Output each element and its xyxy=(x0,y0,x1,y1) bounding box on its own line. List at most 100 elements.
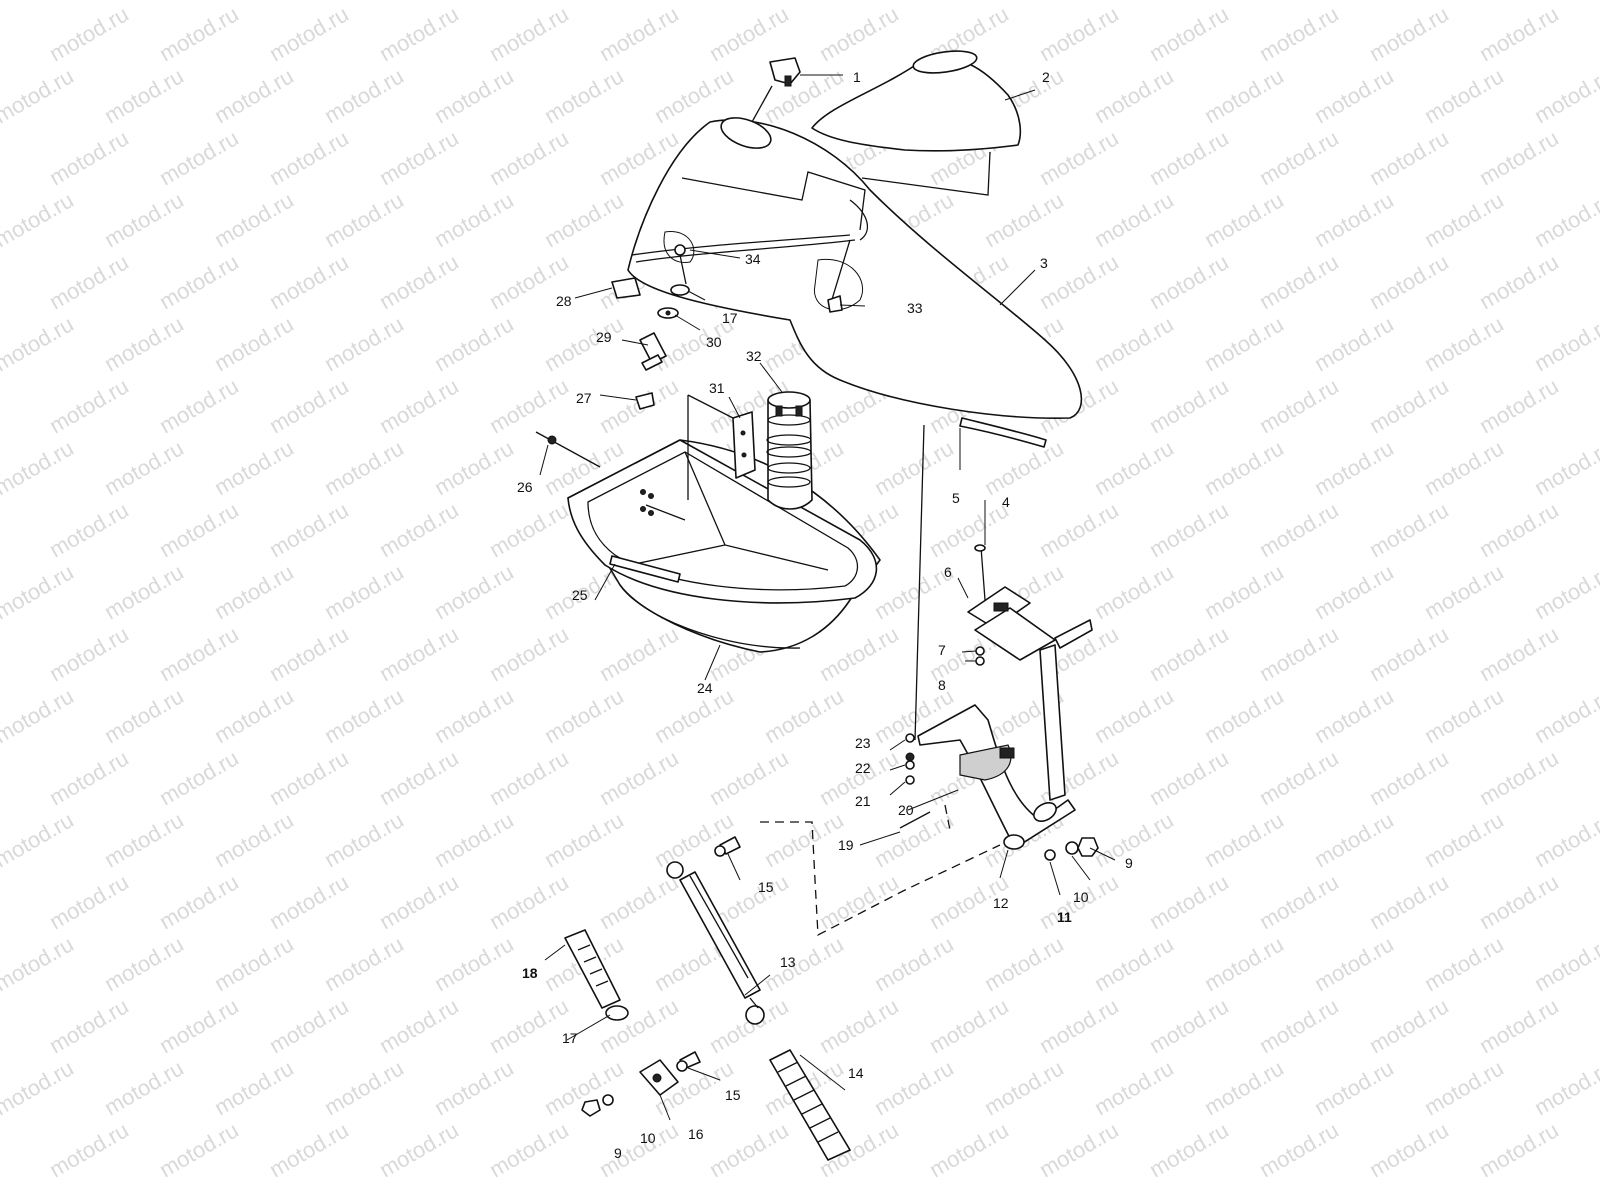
watermark-text: motod.ru xyxy=(1365,869,1453,934)
watermark-text: motod.ru xyxy=(375,497,463,562)
watermark-text: motod.ru xyxy=(1420,1055,1508,1120)
callout-5: 5 xyxy=(952,490,960,506)
callout-11: 11 xyxy=(1057,909,1072,925)
callout-14: 14 xyxy=(848,1065,864,1081)
watermark-text: motod.ru xyxy=(1035,1117,1123,1182)
watermark-text: motod.ru xyxy=(485,621,573,686)
watermark-text: motod.ru xyxy=(485,869,573,934)
watermark-text: motod.ru xyxy=(1255,249,1343,314)
watermark-text: motod.ru xyxy=(1145,125,1233,190)
watermark-text: motod.ru xyxy=(265,869,353,934)
watermark-text: motod.ru xyxy=(45,869,133,934)
watermark-text: motod.ru xyxy=(870,1055,958,1120)
watermark-text: motod.ru xyxy=(485,993,573,1058)
watermark-text: motod.ru xyxy=(375,373,463,438)
watermark-text: motod.ru xyxy=(705,1117,793,1182)
watermark-text: motod.ru xyxy=(1530,435,1600,500)
watermark-text: motod.ru xyxy=(210,683,298,748)
watermark-text: motod.ru xyxy=(1145,373,1233,438)
watermark-text: motod.ru xyxy=(1420,311,1508,376)
watermark-text: motod.ru xyxy=(1365,621,1453,686)
watermark-text: motod.ru xyxy=(1475,993,1563,1058)
callout-30: 30 xyxy=(706,334,722,350)
cable-dashed xyxy=(760,821,1001,937)
watermark-text: motod.ru xyxy=(1475,1117,1563,1182)
callout-6: 6 xyxy=(944,564,952,580)
watermark-text: motod.ru xyxy=(1475,373,1563,438)
watermark-text: motod.ru xyxy=(100,311,188,376)
callout-15a: 15 xyxy=(758,879,774,895)
watermark-text: motod.ru xyxy=(1365,373,1453,438)
watermark-text: motod.ru xyxy=(320,1055,408,1120)
watermark-text: motod.ru xyxy=(100,1055,188,1120)
callout-16: 16 xyxy=(688,1126,704,1142)
watermark-text: motod.ru xyxy=(1035,497,1123,562)
watermark-text: motod.ru xyxy=(45,621,133,686)
part-plug xyxy=(611,277,641,299)
watermark-text: motod.ru xyxy=(375,745,463,810)
watermark-text: motod.ru xyxy=(650,807,738,872)
watermark-text: motod.ru xyxy=(1530,559,1600,624)
watermark-text: motod.ru xyxy=(1310,807,1398,872)
part-nuts-9-11 xyxy=(1044,837,1099,861)
watermark-text: motod.ru xyxy=(155,745,243,810)
watermark-text: motod.ru xyxy=(1145,497,1233,562)
watermark-text: motod.ru xyxy=(760,931,848,996)
watermark-text: motod.ru xyxy=(1090,435,1178,500)
watermark-text: motod.ru xyxy=(210,559,298,624)
watermark-text: motod.ru xyxy=(210,63,298,128)
watermark-text: motod.ru xyxy=(375,869,463,934)
watermark-text: motod.ru xyxy=(210,311,298,376)
callout-21: 21 xyxy=(855,793,871,809)
watermark-text: motod.ru xyxy=(1145,1117,1233,1182)
watermark-text: motod.ru xyxy=(1420,931,1508,996)
watermark-text: motod.ru xyxy=(1420,63,1508,128)
part-boot xyxy=(811,50,1022,196)
part-pin-15a xyxy=(714,836,741,857)
part-bolt-27 xyxy=(635,392,655,410)
watermark-text: motod.ru xyxy=(375,621,463,686)
callout-28: 28 xyxy=(556,293,572,309)
watermark-text: motod.ru xyxy=(45,745,133,810)
watermark-text: motod.ru xyxy=(100,435,188,500)
watermark-text: motod.ru xyxy=(210,931,298,996)
callout-10a: 10 xyxy=(1073,889,1089,905)
watermark-text: motod.ru xyxy=(1255,621,1343,686)
watermark-text: motod.ru xyxy=(0,559,78,624)
watermark-text: motod.ru xyxy=(375,125,463,190)
watermark-text: motod.ru xyxy=(1530,1055,1600,1120)
watermark-text: motod.ru xyxy=(760,807,848,872)
callout-8: 8 xyxy=(938,677,946,693)
watermark-text: motod.ru xyxy=(1365,249,1453,314)
watermark-text: motod.ru xyxy=(320,435,408,500)
watermark-text: motod.ru xyxy=(980,931,1068,996)
watermark-text: motod.ru xyxy=(1365,745,1453,810)
callout-34: 34 xyxy=(745,251,761,267)
watermark-text: motod.ru xyxy=(485,745,573,810)
part-bracket xyxy=(687,394,756,500)
watermark-text: motod.ru xyxy=(595,745,683,810)
part-spring xyxy=(769,1049,851,1161)
watermark-text: motod.ru xyxy=(815,993,903,1058)
watermark-text: motod.ru xyxy=(1530,683,1600,748)
watermark-text: motod.ru xyxy=(980,1055,1068,1120)
watermark-text: motod.ru xyxy=(1035,993,1123,1058)
watermark-text: motod.ru xyxy=(1145,621,1233,686)
watermark-text: motod.ru xyxy=(375,1,463,66)
watermark-text: motod.ru xyxy=(155,497,243,562)
part-hood xyxy=(627,117,1083,419)
watermark-text: motod.ru xyxy=(320,931,408,996)
watermark-text: motod.ru xyxy=(650,683,738,748)
watermark-text: motod.ru xyxy=(320,63,408,128)
watermark-text: motod.ru xyxy=(925,1117,1013,1182)
watermark-text: motod.ru xyxy=(1530,931,1600,996)
watermark-text: motod.ru xyxy=(1310,931,1398,996)
watermark-text: motod.ru xyxy=(155,621,243,686)
watermark-text: motod.ru xyxy=(1090,311,1178,376)
watermark-text: motod.ru xyxy=(210,1055,298,1120)
callout-31: 31 xyxy=(709,380,725,396)
watermark-text: motod.ru xyxy=(320,807,408,872)
callout-24: 24 xyxy=(697,680,713,696)
watermark-text: motod.ru xyxy=(265,125,353,190)
part-clip xyxy=(751,57,801,123)
